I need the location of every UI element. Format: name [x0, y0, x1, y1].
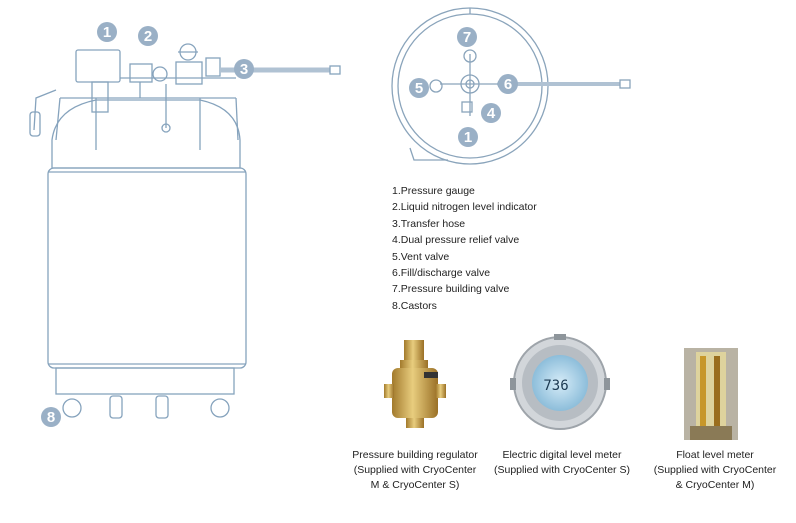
caption-title: Electric digital level meter	[502, 449, 622, 461]
badge-3: 3	[234, 59, 254, 79]
caption-title: Float level meter	[676, 449, 754, 461]
caption-line2: (Supplied with CryoCenter S)	[494, 464, 630, 476]
legend-item-4: 4.Dual pressure relief valve	[392, 234, 520, 247]
caption-line3: M & CryoCenter S)	[370, 479, 460, 491]
caption-line2: (Supplied with CryoCenter	[653, 464, 777, 476]
caption-float-meter: Float level meter (Supplied with CryoCen…	[640, 448, 790, 493]
legend-item-5: 5.Vent valve	[392, 250, 450, 263]
caption-digital-meter: Electric digital level meter (Supplied w…	[488, 448, 636, 478]
badge-8: 8	[41, 407, 61, 427]
legend-item-2: 2.Liquid nitrogen level indicator	[392, 201, 537, 214]
legend-item-6: 6.Fill/discharge valve	[392, 267, 491, 280]
legend-item-8: 8.Castors	[392, 299, 437, 312]
svg-text:1: 1	[464, 129, 472, 146]
svg-text:8: 8	[47, 409, 55, 426]
svg-text:3: 3	[240, 61, 248, 78]
top-badge-6: 6	[498, 74, 518, 94]
caption-line3: & CryoCenter M)	[675, 479, 755, 491]
svg-text:5: 5	[415, 80, 423, 97]
badge-1: 1	[97, 22, 117, 42]
svg-text:2: 2	[144, 28, 152, 45]
caption-line2: (Supplied with CryoCenter	[353, 464, 477, 476]
top-badge-7: 7	[457, 27, 477, 47]
svg-text:6: 6	[504, 76, 512, 93]
legend-item-7: 7.Pressure building valve	[392, 283, 510, 296]
legend-list: 1.Pressure gauge 2.Liquid nitrogen level…	[392, 183, 537, 314]
top-badge-5: 5	[409, 78, 429, 98]
caption-pressure-regulator: Pressure building regulator (Supplied wi…	[340, 448, 490, 493]
legend-item-1: 1.Pressure gauge	[392, 185, 475, 197]
legend-item-3: 3.Transfer hose	[392, 217, 466, 230]
svg-text:7: 7	[463, 29, 471, 46]
meter-display-value: 736	[543, 378, 568, 394]
svg-text:4: 4	[487, 105, 496, 122]
caption-title: Pressure building regulator	[352, 449, 478, 461]
top-badge-1: 1	[458, 127, 478, 147]
badge-2: 2	[138, 26, 158, 46]
top-badge-4: 4	[481, 103, 501, 123]
svg-text:1: 1	[103, 24, 111, 41]
